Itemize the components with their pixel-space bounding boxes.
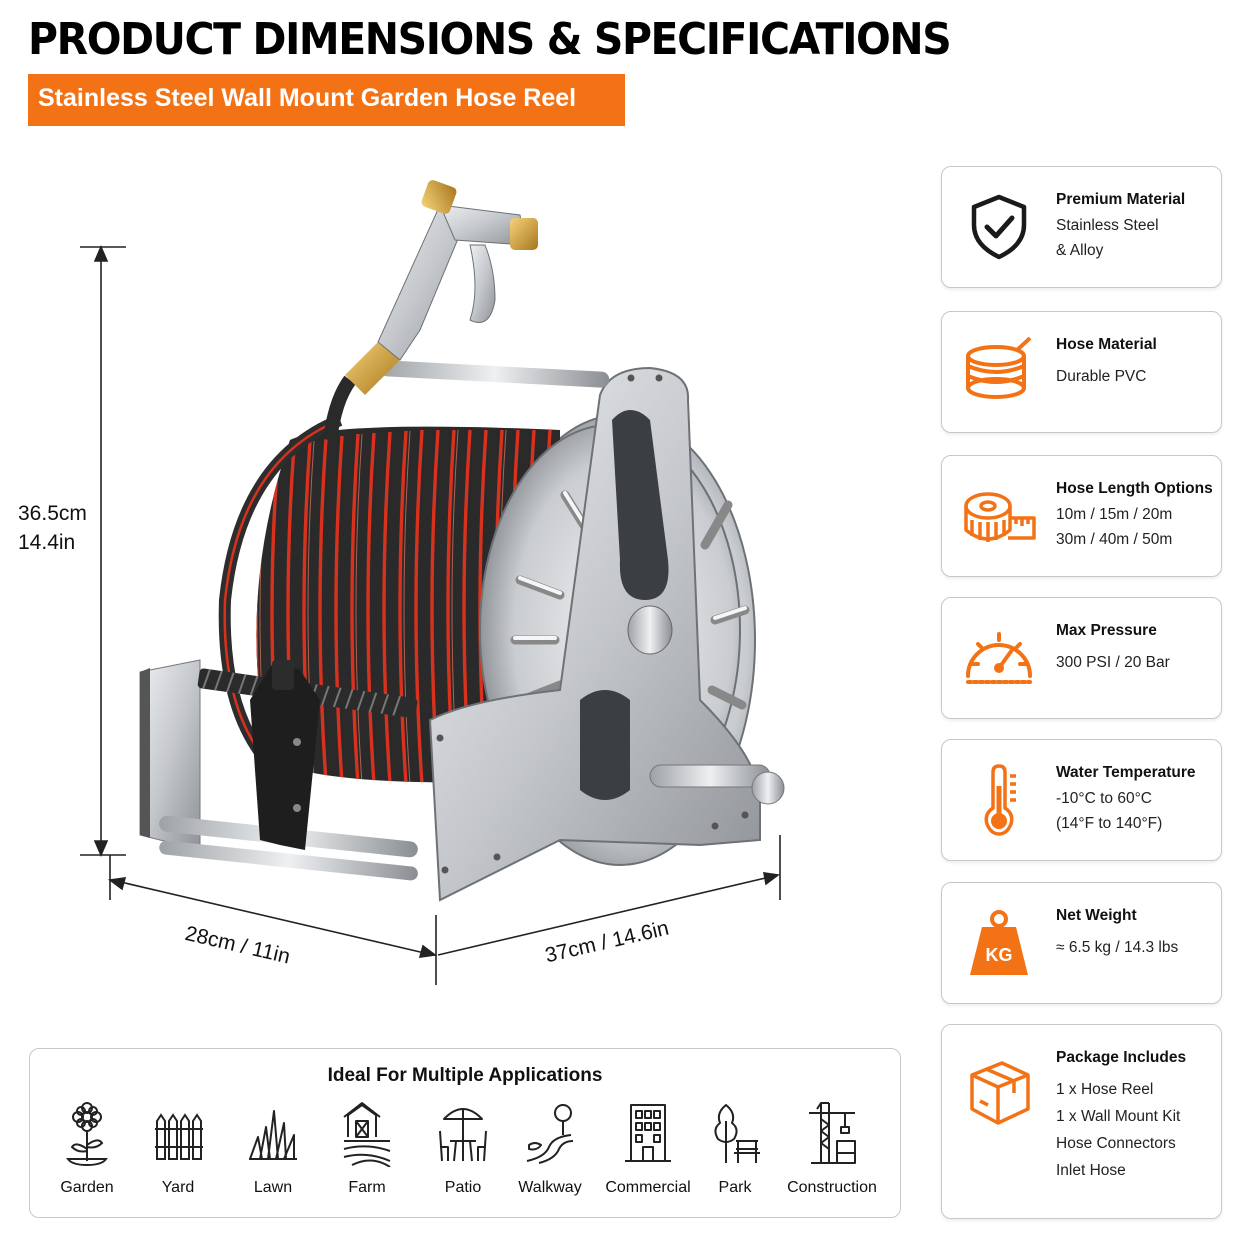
application-patio: Patio xyxy=(413,1101,513,1197)
application-construction: Construction xyxy=(782,1101,882,1197)
height-in-label: 14.4in xyxy=(18,531,76,554)
application-farm: Farm xyxy=(317,1101,417,1197)
spec-line: -10°C to 60°C xyxy=(1056,790,1152,807)
shield-check-icon xyxy=(971,194,1027,260)
application-garden: Garden xyxy=(37,1101,137,1197)
application-lawn: Lawn xyxy=(223,1101,323,1197)
hose-reel-illustration xyxy=(80,180,785,985)
spec-title: Premium Material xyxy=(1056,191,1186,208)
application-label: Commercial xyxy=(605,1179,691,1196)
flower-icon xyxy=(66,1102,108,1167)
application-label: Farm xyxy=(348,1179,386,1196)
application-label: Yard xyxy=(161,1179,195,1196)
spec-line: (14°F to 140°F) xyxy=(1056,815,1163,832)
spec-title: Net Weight xyxy=(1056,907,1137,924)
application-yard: Yard xyxy=(128,1101,228,1197)
spec-title: Package Includes xyxy=(1056,1049,1187,1066)
hose-coil-icon xyxy=(966,336,1032,399)
application-label: Park xyxy=(718,1179,752,1196)
application-label: Patio xyxy=(444,1179,482,1196)
spec-line: 30m / 40m / 50m xyxy=(1056,531,1173,548)
weight-kg-icon: KG xyxy=(970,910,1028,975)
park-bench-icon xyxy=(714,1104,760,1163)
application-label: Lawn xyxy=(253,1179,293,1196)
application-commercial: Commercial xyxy=(598,1101,698,1197)
depth-dimension-line xyxy=(107,855,438,985)
spec-line: Durable PVC xyxy=(1056,368,1147,385)
spec-title: Hose Material xyxy=(1056,336,1157,353)
spec-card-premium-material: Premium Material Stainless Steel & Alloy xyxy=(941,166,1222,288)
spec-line: Inlet Hose xyxy=(1056,1162,1126,1179)
applications-title: Ideal For Multiple Applications xyxy=(327,1065,603,1086)
spec-line: Stainless Steel xyxy=(1056,217,1159,234)
application-walkway: Walkway xyxy=(500,1101,600,1197)
subtitle-banner: Stainless Steel Wall Mount Garden Hose R… xyxy=(28,74,625,126)
grass-icon xyxy=(249,1110,297,1160)
thermometer-icon xyxy=(984,764,1016,836)
spec-line: 300 PSI / 20 Bar xyxy=(1056,654,1170,671)
spec-line: & Alloy xyxy=(1056,242,1104,259)
fence-icon xyxy=(155,1113,203,1160)
applications-panel: Ideal For Multiple Applications Garden xyxy=(29,1048,901,1218)
application-label: Construction xyxy=(787,1179,877,1196)
pressure-gauge-icon xyxy=(966,632,1032,684)
spec-card-hose-material: Hose Material Durable PVC xyxy=(941,311,1222,433)
spec-line: Hose Connectors xyxy=(1056,1135,1176,1152)
spec-line: 10m / 15m / 20m xyxy=(1056,506,1173,523)
spec-line: ≈ 6.5 kg / 14.3 lbs xyxy=(1056,939,1179,956)
spec-card-max-pressure: Max Pressure 300 PSI / 20 Bar xyxy=(941,597,1222,719)
spec-card-water-temperature: Water Temperature -10°C to 60°C (14°F to… xyxy=(941,739,1222,861)
spec-title: Water Temperature xyxy=(1056,764,1196,781)
height-dimension-line xyxy=(80,244,126,858)
page-title: PRODUCT DIMENSIONS & SPECIFICATIONS xyxy=(28,14,952,65)
package-box-icon xyxy=(970,1061,1030,1125)
spec-card-package-includes: Package Includes 1 x Hose Reel 1 x Wall … xyxy=(941,1024,1222,1219)
crane-icon xyxy=(809,1102,856,1164)
product-subtitle: Stainless Steel Wall Mount Garden Hose R… xyxy=(38,84,577,112)
tape-measure-icon xyxy=(964,492,1036,542)
application-label: Garden xyxy=(60,1179,114,1196)
spec-title: Hose Length Options xyxy=(1056,480,1213,497)
spec-line: 1 x Hose Reel xyxy=(1056,1081,1154,1098)
walkway-icon xyxy=(526,1104,574,1164)
spec-title: Max Pressure xyxy=(1056,622,1157,639)
application-park: Park xyxy=(685,1101,785,1197)
spec-card-hose-length: Hose Length Options 10m / 15m / 20m 30m … xyxy=(941,455,1222,577)
application-label: Walkway xyxy=(518,1179,582,1196)
spec-line: 1 x Wall Mount Kit xyxy=(1056,1108,1181,1125)
barn-icon xyxy=(343,1102,391,1167)
spec-card-net-weight: KG Net Weight ≈ 6.5 kg / 14.3 lbs xyxy=(941,882,1222,1004)
patio-table-icon xyxy=(439,1108,487,1162)
building-icon xyxy=(625,1104,671,1162)
height-cm-label: 36.5cm xyxy=(18,502,87,525)
width-dimension-line xyxy=(437,835,781,956)
kg-icon-text: KG xyxy=(986,945,1013,965)
